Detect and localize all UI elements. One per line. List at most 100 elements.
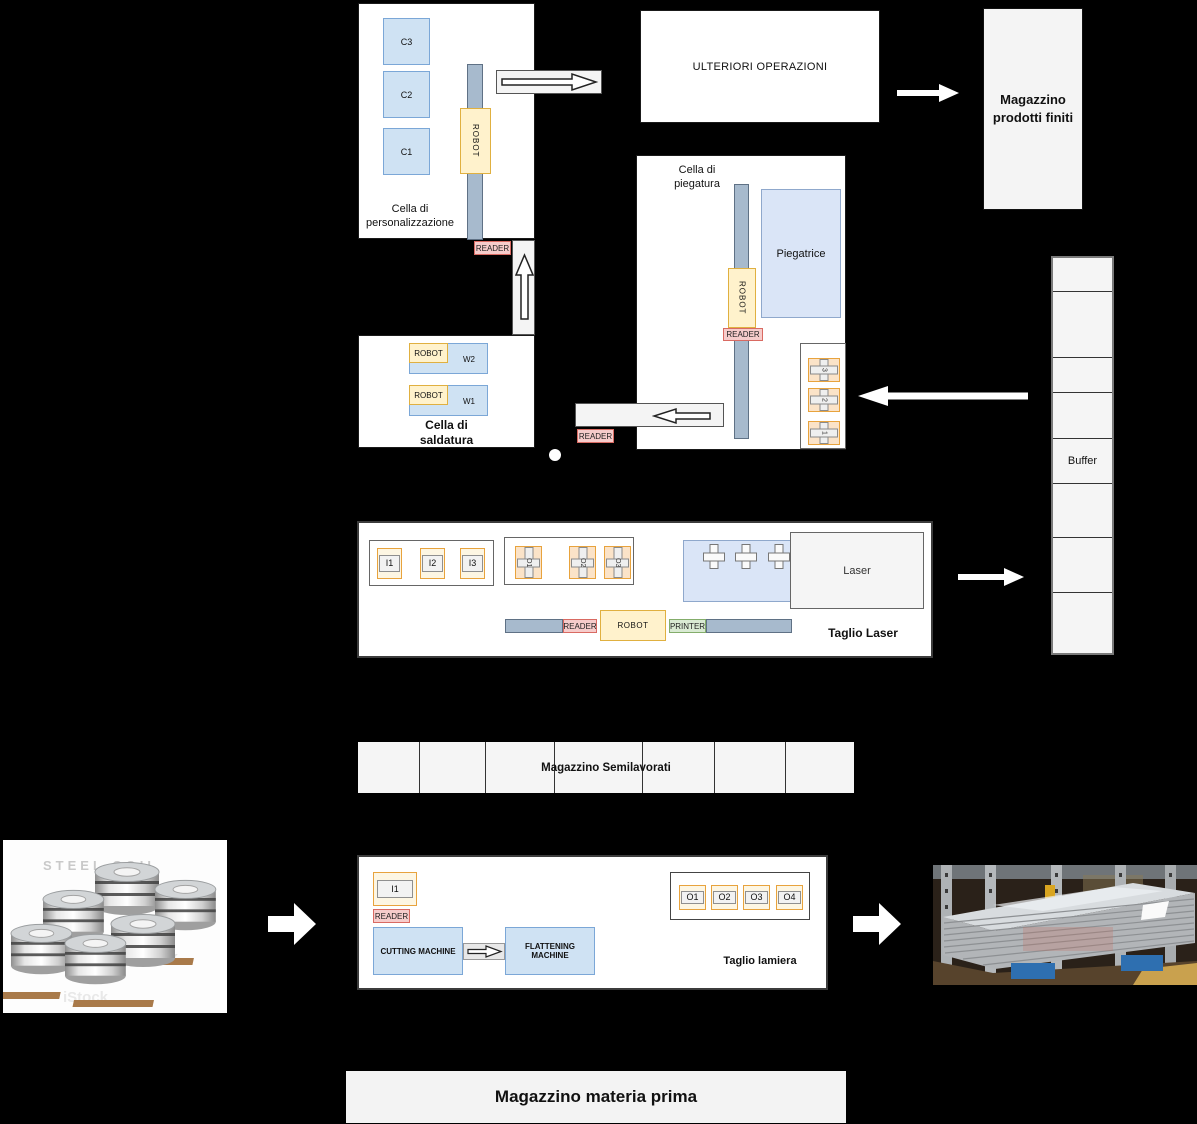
raw-material-label: Magazzino materia prima [494, 1087, 698, 1106]
machine-c2: C2 [383, 71, 430, 118]
arrow-cutting-to-sheets [853, 903, 901, 945]
buffer-cell [1053, 357, 1112, 392]
output-o3: O3 [743, 885, 770, 910]
output-o1: O1 [515, 546, 542, 579]
warehouse-cell [714, 742, 785, 793]
buffer-label: Buffer [1067, 455, 1098, 467]
cross-machine-label: 3 [820, 368, 828, 372]
metal-sheets-image [933, 865, 1197, 985]
machine-c3: C3 [383, 18, 430, 65]
warehouse-cell [554, 742, 642, 793]
arrow-left-outline-icon [652, 407, 711, 425]
sheet-cutting-title: Taglio lamiera [723, 955, 797, 967]
reader-badge-mid: READER [577, 429, 614, 443]
finished-goods-label: Magazzino prodotti finiti [992, 92, 1074, 125]
further-operations-box: ULTERIORI OPERAZIONI [640, 10, 880, 123]
welding-cell: W2 ROBOT W1 ROBOT Cella di saldatura [358, 335, 535, 448]
arrow-right-outline-icon [501, 72, 599, 92]
steel-coil-image: STEEL COIL iStock iStock iStock iStock i… [3, 840, 227, 1013]
warehouse-cell [419, 742, 485, 793]
machine-connector [463, 943, 505, 960]
output-o4: O4 [776, 885, 803, 910]
customization-output-conveyor [496, 70, 602, 94]
reader-badge-laser: READER [563, 619, 597, 633]
laser-conveyor-right [706, 619, 792, 633]
input-i1: I1 [377, 548, 402, 579]
output-label: O1 [525, 557, 532, 568]
buffer-cell [1053, 592, 1112, 653]
arrow-up-outline-icon [515, 253, 534, 320]
cross-machine-label: 1 [820, 431, 828, 435]
further-operations-label: ULTERIORI OPERAZIONI [692, 60, 828, 73]
buffer-rack: Buffer [1051, 256, 1114, 655]
bending-machine: Piegatrice [761, 189, 841, 318]
warehouse-cell [485, 742, 554, 793]
output-o1: O1 [679, 885, 706, 910]
cutting-machine: CUTTING MACHINE [373, 927, 463, 975]
fixture-cross [767, 544, 791, 569]
laser-cutting-area: I1 I2 I3 O1 O2 O3 Laser [357, 521, 933, 658]
arrow-laser-to-buffer [958, 568, 1024, 586]
robot-label: ROBOT [600, 610, 666, 641]
warehouse-cell [642, 742, 714, 793]
buffer-cell [1053, 392, 1112, 438]
semifinished-label: Magazzino Semilavorati [541, 761, 671, 774]
customization-cell-title: Cella di personalizzazione [365, 203, 455, 230]
output-label: O3 [745, 890, 768, 905]
dot-marker [549, 449, 561, 461]
output-o2: O2 [569, 546, 596, 579]
sheet-output-box: O1 O2 O3 O4 [670, 872, 810, 920]
output-label: O2 [713, 890, 736, 905]
output-label: O1 [681, 890, 704, 905]
sheet-cutting-area: I1 READER CUTTING MACHINE FLATTENING MAC… [357, 855, 828, 990]
laser-fixture-table [683, 540, 794, 602]
robot-label: ROBOT [409, 343, 448, 363]
input-i1: I1 [373, 872, 417, 906]
customization-cell: C3 C2 C1 ROBOT Cella di personalizzazion… [358, 3, 535, 240]
buffer-cell [1053, 258, 1112, 291]
output-label: O3 [614, 557, 621, 568]
buffer-cell [1053, 537, 1112, 592]
buffer-cell [1053, 291, 1112, 357]
laser-area-title: Taglio Laser [828, 626, 898, 640]
arrow-right-outline-icon [467, 945, 503, 958]
warehouse-cell [785, 742, 854, 793]
laser-conveyor-left [505, 619, 563, 633]
input-label: I1 [376, 879, 414, 899]
buffer-cell [1053, 483, 1112, 537]
raw-material-warehouse: Magazzino materia prima [345, 1070, 847, 1124]
bending-buffer-box: 3 2 1 [800, 343, 846, 449]
reader-badge-bending: READER [723, 328, 763, 341]
robot-label: ROBOT [409, 385, 448, 405]
robot-label: ROBOT [728, 268, 756, 328]
input-label: I3 [462, 554, 483, 573]
welding-cell-title: Cella di saldatura [419, 418, 474, 447]
bending-cell: Cella di piegatura Piegatrice ROBOT READ… [636, 155, 846, 450]
machine-c1: C1 [383, 128, 430, 175]
finished-goods-warehouse: Magazzino prodotti finiti [983, 8, 1083, 210]
station-label: W1 [463, 397, 475, 406]
flattening-machine: FLATTENING MACHINE [505, 927, 595, 975]
bending-output-conveyor [575, 403, 724, 427]
input-label: I1 [379, 554, 400, 573]
cross-machine-label: 2 [820, 398, 828, 402]
printer-badge: PRINTER [669, 619, 706, 633]
output-o3: O3 [604, 546, 631, 579]
laser-machine: Laser [790, 532, 924, 609]
output-label: O2 [579, 557, 586, 568]
input-i3: I3 [460, 548, 485, 579]
input-label: I2 [422, 554, 443, 573]
arrow-buffer-to-bending [858, 386, 1028, 406]
station-label: W2 [463, 355, 475, 364]
reader-badge-sheet: READER [373, 909, 410, 923]
buffer-cell-labeled: Buffer [1053, 438, 1112, 483]
fixture-cross [734, 544, 758, 569]
input-i2: I2 [420, 548, 445, 579]
cross-machine-2: 2 [808, 388, 840, 412]
laser-output-box: O1 O2 O3 [504, 537, 634, 585]
reader-badge-customization: READER [474, 241, 511, 255]
cross-machine-1: 1 [808, 421, 840, 445]
fixture-cross [702, 544, 726, 569]
laser-input-box: I1 I2 I3 [369, 540, 494, 586]
